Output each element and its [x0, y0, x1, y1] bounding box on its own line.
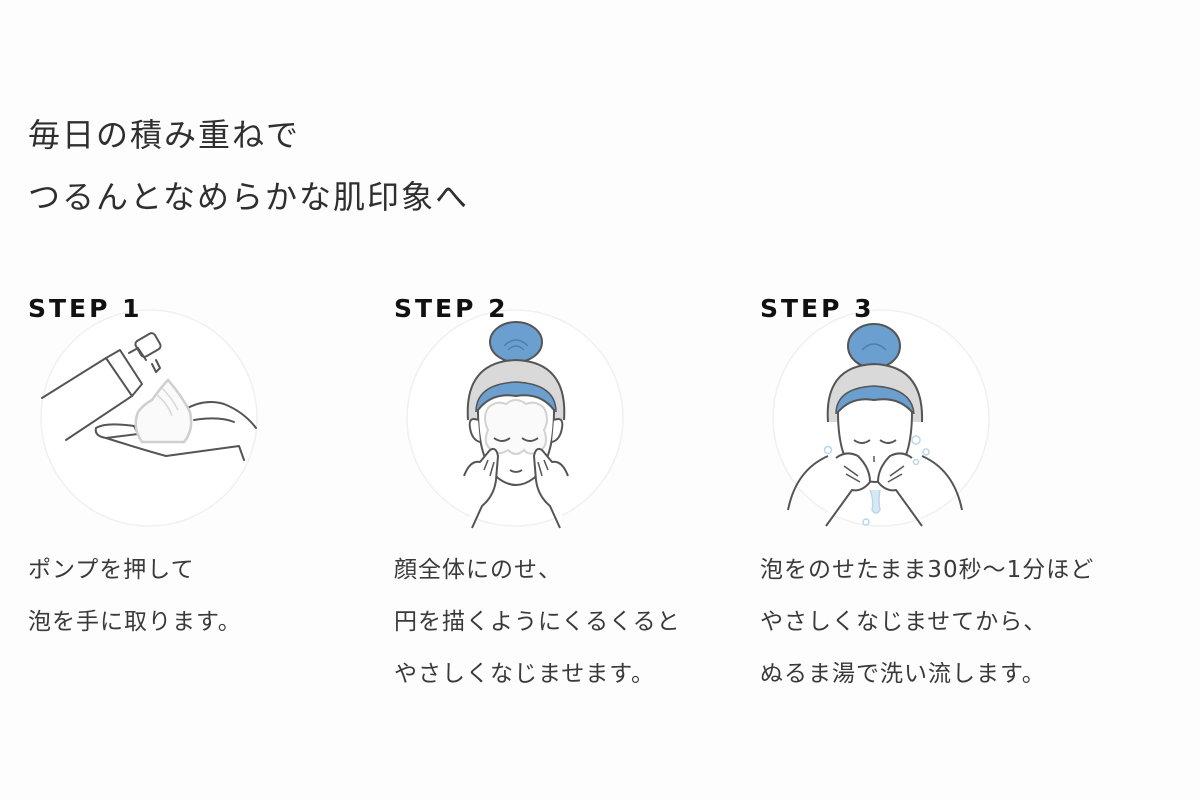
step-1-line-2: 泡を手に取ります。 — [28, 609, 242, 635]
step-1-line-1: ポンプを押して — [28, 557, 195, 583]
step-2-description: 顔全体にのせ、 円を描くようにくるくると やさしくなじませます。 — [394, 544, 681, 700]
step-3-line-2: やさしくなじませてから、 — [760, 609, 1048, 635]
step-2-line-3: やさしくなじませます。 — [394, 661, 656, 687]
step-2-label: STEP 2 — [394, 294, 509, 323]
headline-line-2: つるんとなめらかな肌印象へ — [28, 178, 470, 216]
step-3-label: STEP 3 — [760, 294, 875, 323]
step-1-description: ポンプを押して 泡を手に取ります。 — [28, 544, 242, 648]
step-1-label: STEP 1 — [28, 294, 143, 323]
headline-line-1: 毎日の積み重ねで — [28, 116, 301, 154]
step-2-line-1: 顔全体にのせ、 — [394, 557, 562, 583]
step-3-description: 泡をのせたまま30秒〜1分ほど やさしくなじませてから、 ぬるま湯で洗い流します… — [760, 544, 1094, 700]
step-2-line-2: 円を描くようにくるくると — [394, 609, 681, 635]
face-rinse-water-icon — [766, 300, 996, 530]
face-foam-massage-icon — [400, 300, 630, 530]
step-3-line-1: 泡をのせたまま30秒〜1分ほど — [760, 557, 1095, 583]
headline: 毎日の積み重ねで つるんとなめらかな肌印象へ — [28, 104, 469, 228]
step-3-line-3: ぬるま湯で洗い流します。 — [760, 661, 1046, 687]
pump-bottle-foam-hand-icon — [34, 300, 264, 530]
